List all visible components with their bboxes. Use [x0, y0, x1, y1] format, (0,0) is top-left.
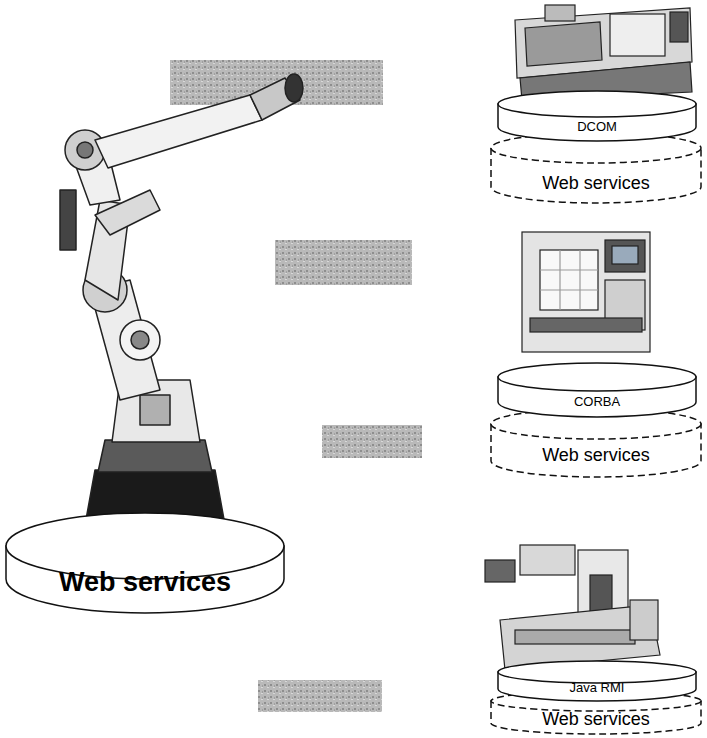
service-layer-disk: Web services: [490, 408, 702, 478]
node-label: Web services: [542, 445, 650, 466]
node-label: DCOM: [577, 120, 617, 135]
node-label: Web services: [542, 709, 650, 730]
cylinder-outline: [497, 90, 697, 142]
cnc-machine: [522, 232, 650, 352]
platform-disk: Java RMI: [497, 660, 697, 702]
robot-arm: [60, 74, 303, 525]
cylinder-outline: [490, 408, 702, 478]
milling-machine: [485, 545, 660, 670]
service-layer-disk: Web services: [490, 132, 702, 204]
cylinder-outline: [497, 362, 697, 418]
cylinder-base: Web services: [5, 512, 285, 614]
grey-bar: [170, 60, 422, 712]
node-label: Web services: [59, 567, 231, 598]
cylinder-outline: [5, 512, 285, 614]
node-label: Java RMI: [570, 681, 625, 696]
node-label: CORBA: [574, 395, 620, 410]
platform-disk: DCOM: [497, 90, 697, 142]
node-label: Web services: [542, 173, 650, 194]
lathe-machine: [515, 5, 692, 100]
platform-disk: CORBA: [497, 362, 697, 418]
